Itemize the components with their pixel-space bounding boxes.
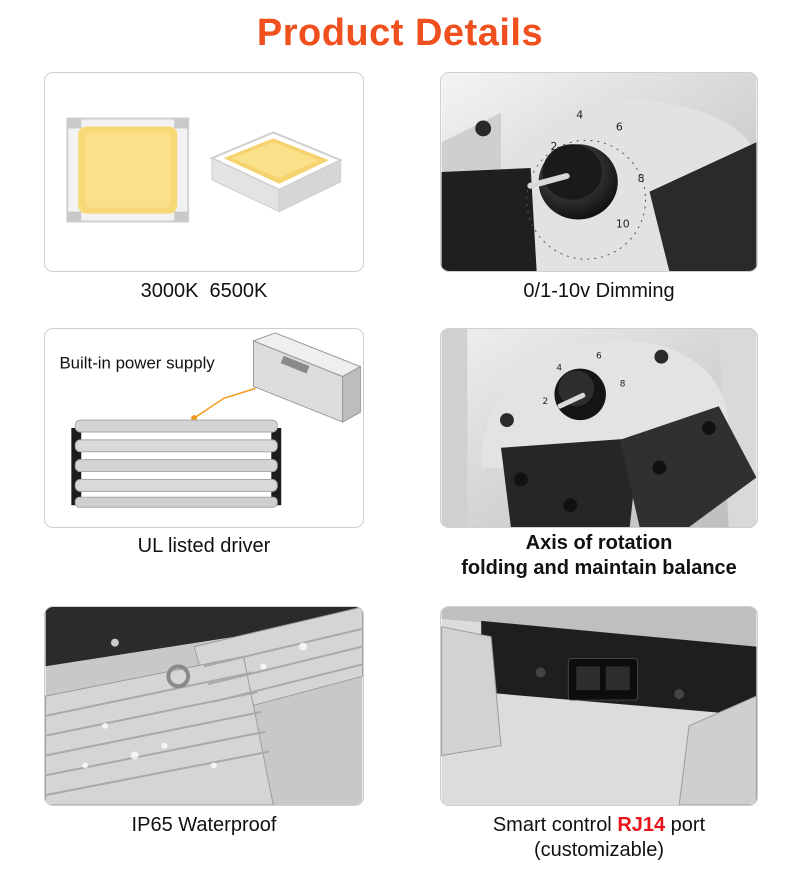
led-chips-panel	[44, 72, 364, 272]
dial-tick-2: 2	[550, 140, 557, 153]
built-in-power-supply-label: Built-in power supply	[59, 354, 215, 373]
waterproof-image	[45, 607, 363, 805]
rotation-dial-tick-8: 8	[620, 379, 626, 389]
rotation-dial-tick-6: 6	[596, 352, 602, 362]
rj14-caption-line1: Smart control RJ14 port	[440, 813, 758, 838]
rj14-port-image	[441, 607, 757, 805]
dimming-panel: 2 4 6 8 10	[440, 72, 758, 272]
rj14-caption-line2: (customizable)	[533, 839, 665, 861]
rj14-caption-accent: RJ14	[617, 814, 666, 836]
rotation-caption-line2: folding and maintain balance	[461, 557, 737, 579]
rotation-panel: 2 4 6 8	[440, 328, 758, 528]
rotation-dial-tick-2: 2	[543, 397, 549, 407]
waterproof-caption: IP65 Waterproof	[131, 814, 277, 836]
rotation-caption-line1: Axis of rotation	[525, 532, 673, 554]
rj14-panel	[440, 606, 758, 806]
waterproof-panel	[44, 606, 364, 806]
driver-caption: UL listed driver	[137, 535, 271, 557]
rotation-image: 2 4 6 8	[441, 329, 757, 527]
driver-panel: Built-in power supply	[44, 328, 364, 528]
dimming-knob-image: 2 4 6 8 10	[441, 73, 757, 271]
dimming-caption: 0/1-10v Dimming	[523, 280, 675, 302]
led-chips-image	[45, 73, 363, 271]
dial-tick-6: 6	[616, 120, 623, 133]
rj14-caption-suffix: port	[665, 814, 706, 836]
dial-tick-10: 10	[616, 217, 630, 230]
page-title: Product Details	[256, 12, 544, 54]
driver-image: Built-in power supply	[45, 329, 363, 527]
rotation-dial-tick-4: 4	[556, 364, 562, 374]
led-chips-caption: 3000K 6500K	[140, 280, 268, 302]
rj14-caption-prefix: Smart control	[492, 814, 618, 836]
dial-tick-4: 4	[576, 109, 583, 122]
dial-tick-8: 8	[638, 172, 645, 185]
